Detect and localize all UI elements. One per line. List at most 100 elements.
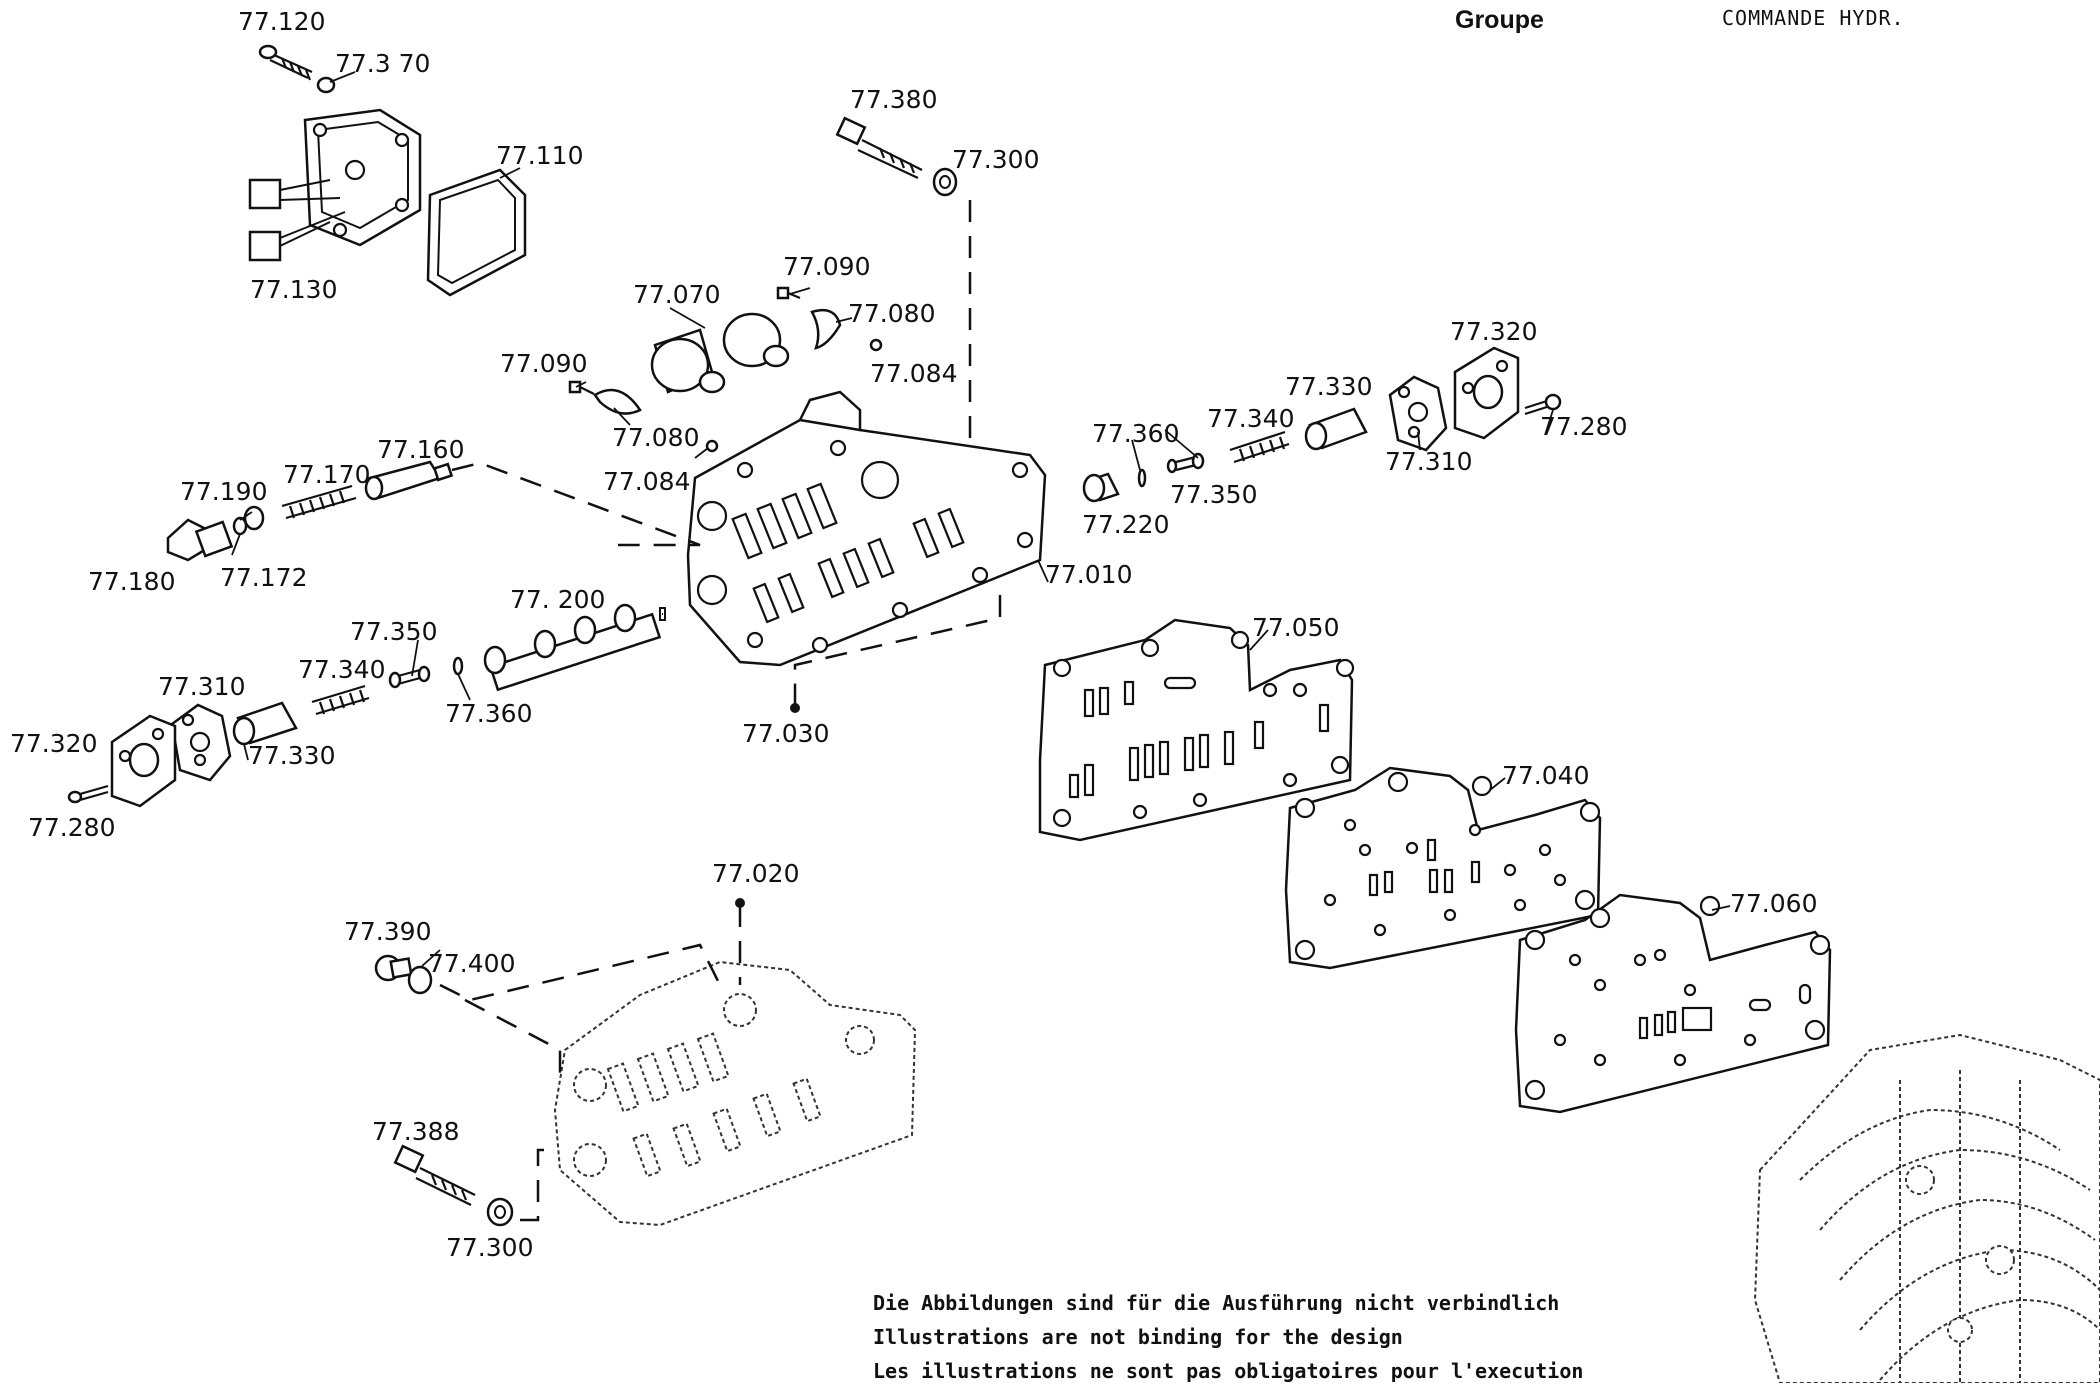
label-77-320-left: 77.320 (10, 729, 97, 758)
label-77-280-right: 77.280 (1540, 412, 1627, 441)
label-77-070: 77.070 (633, 280, 720, 309)
clamp-77-080-a (810, 308, 842, 350)
label-77-330-right: 77.330 (1285, 372, 1372, 401)
cover-77-320-left (110, 714, 177, 808)
washer-77-300-top (932, 167, 958, 197)
label-77-310-left: 77.310 (158, 672, 245, 701)
label-77-360-right: 77.360 (1092, 419, 1179, 448)
clip-77-360-left (452, 656, 464, 676)
oring-77-400 (407, 965, 433, 995)
screw-77-280-right (1524, 393, 1562, 416)
label-77-360-left: 77.360 (445, 699, 532, 728)
screw-77-090-a (776, 286, 801, 300)
spring-77-340-right (1229, 430, 1290, 464)
plug-77-220 (1082, 472, 1120, 503)
label-77-080-b: 77.080 (612, 423, 699, 452)
disclaimer-german: Die Abbildungen sind für die Ausführung … (873, 1291, 1560, 1315)
cover-77-130 (248, 108, 422, 262)
spool-77-200 (483, 603, 666, 692)
plug-77-390 (374, 954, 413, 982)
section-label: COMMANDE HYDR. (1722, 6, 1905, 30)
plate-77-040 (1284, 766, 1602, 970)
label-77-280-left: 77.280 (28, 813, 115, 842)
label-77-050: 77.050 (1252, 613, 1339, 642)
circuit-plate-ghost (1753, 1033, 2100, 1383)
solenoid-cover-assembly (248, 44, 527, 297)
label-77-060: 77.060 (1730, 889, 1817, 918)
clip-77-360-right (1137, 468, 1147, 488)
pin-77-350-left (388, 665, 431, 689)
solenoid-77-070-b (722, 312, 790, 368)
label-77-084-a: 77.084 (870, 359, 957, 388)
label-77-300-top: 77.300 (952, 145, 1039, 174)
label-77-090-a: 77.090 (783, 252, 870, 281)
clamp-77-080-b (593, 388, 642, 415)
gasket-77-110 (426, 168, 527, 297)
label-77-180: 77.180 (88, 567, 175, 596)
spring-77-340-left (311, 684, 370, 716)
solenoid-77-070-a (650, 328, 726, 394)
pin-77-350-right (1166, 452, 1205, 474)
valve-body-77-010 (686, 390, 1047, 667)
screw-77-120 (258, 44, 313, 81)
label-77-370: 77.3 70 (335, 49, 430, 78)
disclaimer-english: Illustrations are not binding for the de… (873, 1325, 1403, 1349)
lead-line-77-300-bottom (520, 1148, 555, 1222)
label-77-040: 77.040 (1502, 761, 1589, 790)
label-77-350-right: 77.350 (1170, 480, 1257, 509)
bolt-77-388 (393, 1144, 476, 1206)
label-77-350-left: 77.350 (350, 617, 437, 646)
label-77-400: 77.400 (428, 949, 515, 978)
label-77-300-bottom: 77.300 (446, 1233, 533, 1262)
label-77-120: 77.120 (238, 7, 325, 36)
label-77-090-b: 77.090 (500, 349, 587, 378)
piston-77-160 (364, 460, 454, 501)
disclaimer-french: Les illustrations ne sont pas obligatoir… (873, 1359, 1584, 1383)
label-77-388: 77.388 (372, 1117, 459, 1146)
cover-77-320-right (1453, 346, 1520, 440)
ring-77-190 (243, 505, 265, 531)
plug-77-180 (166, 518, 234, 562)
bolt-77-380 (835, 116, 923, 179)
label-77-010: 77.010 (1045, 560, 1132, 589)
gasket-77-310-left (170, 703, 232, 782)
screw-77-280-left (67, 784, 109, 804)
group-label: Groupe (1455, 6, 1544, 34)
part-labels: 77.120 77.3 70 77.110 77.130 77.380 77.3… (10, 7, 1817, 1262)
spring-77-170 (281, 484, 357, 520)
lead-line-77-400 (439, 943, 722, 1080)
label-77-160: 77.160 (377, 435, 464, 464)
label-77-200: 77. 200 (510, 585, 605, 614)
leader-lines (231, 71, 1731, 967)
marker-77-020 (735, 898, 745, 908)
label-77-110: 77.110 (496, 141, 583, 170)
label-77-020: 77.020 (712, 859, 799, 888)
washer-77-370 (316, 76, 336, 94)
plate-77-060 (1514, 893, 1832, 1114)
washer-77-300-bottom (486, 1197, 514, 1227)
pin-77-084-a (869, 338, 883, 352)
lead-line-77-160 (451, 461, 701, 547)
label-77-080-a: 77.080 (848, 299, 935, 328)
plate-77-050 (1038, 618, 1355, 842)
sleeve-77-330-right (1304, 407, 1368, 451)
label-77-084-b: 77.084 (603, 467, 690, 496)
label-77-380: 77.380 (850, 85, 937, 114)
label-77-320-right: 77.320 (1450, 317, 1537, 346)
screw-77-090-b (568, 380, 595, 395)
gasket-77-310-right (1388, 375, 1448, 452)
label-77-170: 77.170 (283, 460, 370, 489)
marker-77-030 (790, 703, 800, 713)
label-77-310-right: 77.310 (1385, 447, 1472, 476)
label-77-330-left: 77.330 (248, 741, 335, 770)
label-77-130: 77.130 (250, 275, 337, 304)
label-77-390: 77.390 (344, 917, 431, 946)
sleeve-77-330-left (232, 701, 298, 746)
label-77-030: 77.030 (742, 719, 829, 748)
pin-77-084-b (705, 439, 719, 453)
lead-line-77-030 (793, 595, 1002, 708)
valve-body-77-020-ghost (553, 960, 917, 1227)
label-77-190: 77.190 (180, 477, 267, 506)
label-77-172: 77.172 (220, 563, 307, 592)
